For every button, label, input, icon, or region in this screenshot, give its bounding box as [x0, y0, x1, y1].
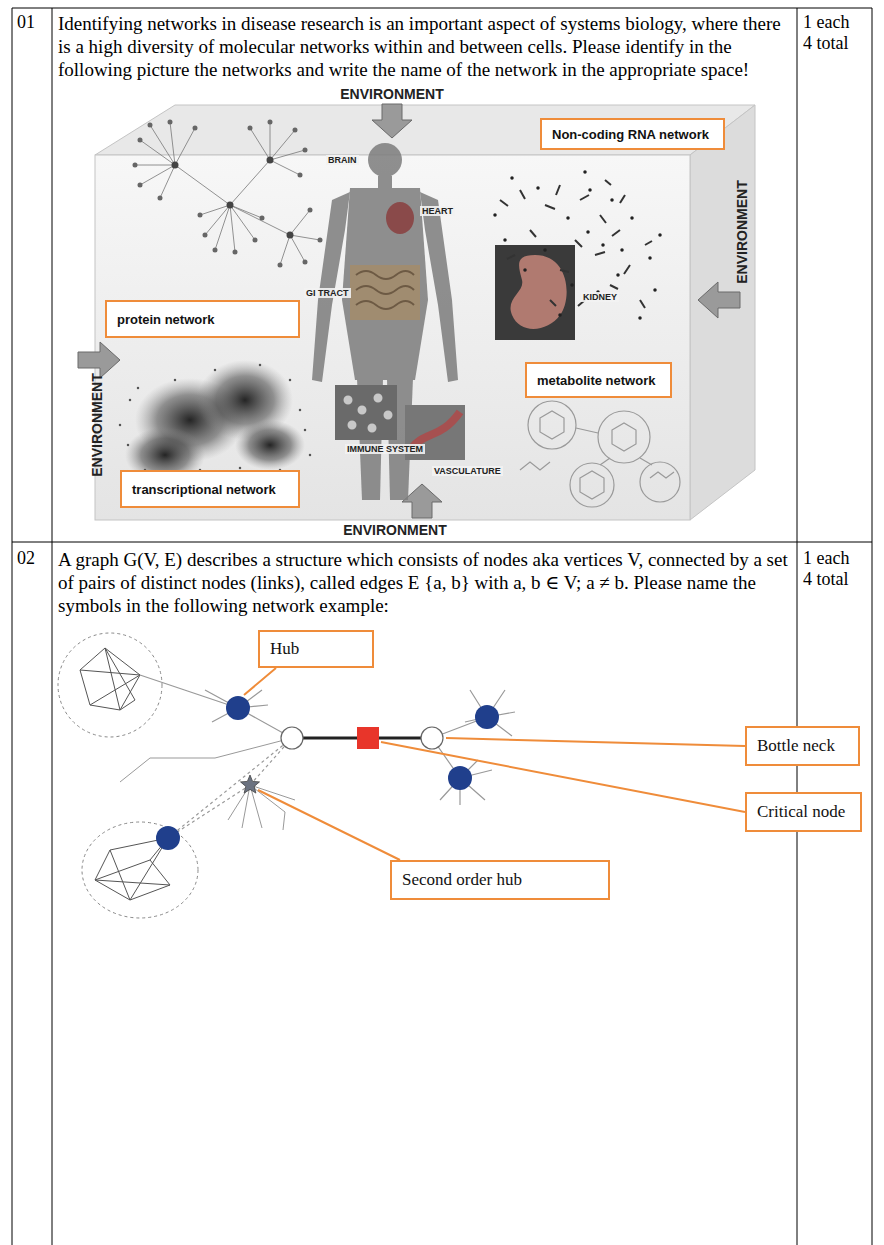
kidney-shape: [511, 255, 567, 329]
answer-box: Hub: [258, 630, 374, 668]
answer-box: Second order hub: [390, 860, 610, 900]
environment-label: ENVIRONMENT: [343, 522, 446, 538]
answer-box: transcriptional network: [120, 470, 300, 508]
organ-label: IMMUNE SYSTEM: [345, 444, 425, 454]
points: 4 total: [803, 569, 849, 590]
rna-network-links: [500, 180, 652, 308]
gi-tract-folds: [356, 271, 414, 309]
organ-label: BRAIN: [326, 155, 359, 165]
points: 1 each: [803, 12, 849, 33]
points: 1 each: [803, 548, 849, 569]
answer-box: Bottle neck: [745, 726, 860, 766]
cube-front: [95, 155, 690, 520]
metabolite-molecules: [520, 401, 680, 507]
points: 4 total: [803, 33, 849, 54]
organ-label: KIDNEY: [581, 292, 619, 302]
answer-text: Non-coding RNA network: [552, 127, 709, 142]
question-text: Identifying networks in disease research…: [58, 12, 791, 81]
answer-box: metabolite network: [525, 362, 672, 398]
row-number: 02: [17, 548, 35, 569]
protein-network-nodes: [135, 122, 320, 265]
answer-text: Bottle neck: [757, 736, 835, 756]
answer-text: protein network: [117, 312, 215, 327]
transcriptional-dots: [120, 365, 310, 470]
immune-cells: [348, 398, 388, 428]
gi-tract-image: [350, 265, 420, 320]
protein-network-hubs: [175, 160, 290, 235]
organ-label: VASCULATURE: [432, 466, 503, 476]
environment-arrow: [78, 342, 120, 378]
heart-image: [386, 202, 414, 234]
answer-text: Second order hub: [402, 870, 522, 890]
question-text: A graph G(V, E) describes a structure wh…: [58, 548, 791, 617]
answer-text: transcriptional network: [132, 482, 276, 497]
cube-side: [690, 105, 755, 520]
rna-network-nodes: [495, 172, 660, 318]
environment-label: ENVIRONMENT: [89, 373, 105, 476]
answer-text: Hub: [270, 639, 299, 659]
environment-label: ENVIRONMENT: [734, 180, 750, 283]
table-rules: [12, 8, 872, 1245]
answer-box: protein network: [105, 300, 300, 338]
answer-box: Non-coding RNA network: [540, 118, 725, 150]
leader-lines: [244, 668, 745, 860]
kidney-image: [495, 245, 575, 340]
protein-network-links: [135, 122, 320, 265]
organ-label: GI TRACT: [304, 288, 351, 298]
transcriptional-cloud: [235, 420, 305, 470]
answer-box: Critical node: [745, 792, 862, 832]
row-number: 01: [17, 12, 35, 33]
answer-text: Critical node: [757, 802, 845, 822]
answer-text: metabolite network: [537, 373, 655, 388]
immune-system-image: [335, 385, 397, 440]
environment-label: ENVIRONMENT: [340, 86, 443, 102]
organ-label: HEART: [420, 206, 455, 216]
environment-arrow: [698, 282, 740, 318]
environment-arrow: [372, 104, 412, 138]
